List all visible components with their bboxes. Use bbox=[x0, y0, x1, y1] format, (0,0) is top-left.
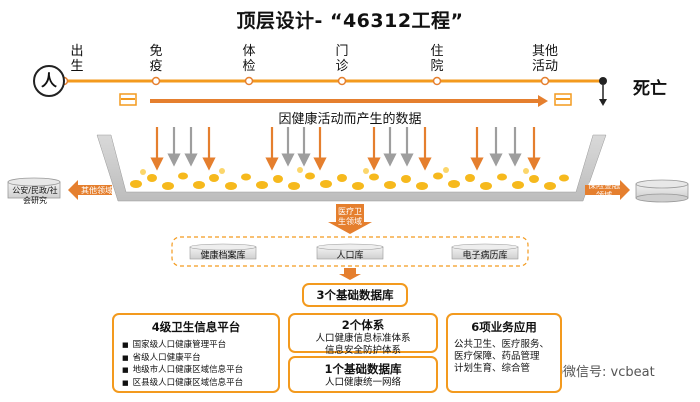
db-population: 人口库 bbox=[336, 251, 364, 261]
funnel-outer bbox=[96, 134, 607, 202]
list-item: 区县级人口健康区域信息平台 bbox=[122, 377, 270, 390]
base-db-title: 3个基础数据库 bbox=[316, 288, 394, 302]
platform-title: 4级卫生信息平台 bbox=[151, 320, 241, 334]
data-caption: 因健康活动而产生的数据 bbox=[278, 112, 422, 127]
stage-other-activities: 其他 活动 bbox=[531, 44, 558, 74]
systems-item: 信息安全防护体系 bbox=[324, 345, 401, 356]
stage-outpatient: 门 诊 bbox=[335, 44, 349, 74]
list-item: 地级市人口健康区域信息平台 bbox=[122, 364, 270, 377]
left-cylinder bbox=[7, 177, 61, 199]
person-icon: 人 bbox=[33, 65, 65, 97]
stage-immunization: 免 疫 bbox=[149, 44, 163, 74]
wechat-watermark: 微信号: vcbeat bbox=[563, 365, 655, 380]
card-icon-right bbox=[554, 93, 572, 106]
data-flow-arrow bbox=[150, 95, 548, 107]
stage-checkup: 体 检 bbox=[242, 44, 256, 74]
systems-item: 人口健康信息标准体系 bbox=[315, 333, 411, 344]
db-emr: 电子病历库 bbox=[462, 251, 508, 261]
list-item: 省级人口健康平台 bbox=[122, 352, 270, 365]
stage-birth: 出 生 bbox=[70, 44, 84, 74]
right-cylinder bbox=[635, 179, 689, 203]
page-title: 顶层设计- “46312工程” bbox=[236, 10, 464, 32]
left-arrow-shape bbox=[68, 180, 112, 200]
business-card: 6项业务应用 公共卫生、医疗服务、 医疗保障、药品管理 计划生育、综合管 bbox=[446, 313, 562, 393]
systems-title: 2个体系 bbox=[341, 318, 385, 332]
card-icon-left bbox=[119, 93, 137, 106]
base-db-card: 3个基础数据库 bbox=[302, 283, 408, 307]
db-health-records: 健康档案库 bbox=[200, 251, 246, 261]
db-cylinders bbox=[189, 243, 519, 260]
business-item: 公共卫生、医疗服务、 bbox=[454, 339, 550, 350]
death-label: 死亡 bbox=[633, 79, 667, 99]
business-item: 医疗保障、药品管理 bbox=[454, 351, 540, 362]
down-arrows bbox=[150, 127, 541, 171]
platform-list: 国家级人口健康管理平台 省级人口健康平台 地级市人口健康区域信息平台 区县级人口… bbox=[122, 339, 270, 389]
lifeline-end-node bbox=[599, 77, 607, 85]
list-item: 国家级人口健康管理平台 bbox=[122, 339, 270, 352]
basic-db-title: 1个基础数据库 bbox=[324, 362, 402, 376]
basic-db-item: 人口健康统一网络 bbox=[324, 377, 401, 388]
business-title: 6项业务应用 bbox=[471, 320, 537, 334]
right-arrow-label: 保险金融领域 bbox=[588, 181, 620, 200]
business-item: 计划生育、综合管 bbox=[454, 363, 531, 374]
right-arrow-shape bbox=[585, 180, 630, 200]
data-dots bbox=[130, 172, 569, 190]
data-dots-light bbox=[140, 167, 529, 175]
left-domain-box-label: 公安/民政/社会研究 bbox=[12, 186, 58, 205]
systems-card: 2个体系 人口健康信息标准体系 信息安全防护体系 bbox=[288, 313, 438, 356]
center-arrow-shape bbox=[328, 204, 372, 234]
left-arrow-label: 其他领域 bbox=[81, 186, 113, 195]
basic-db-card: 1个基础数据库 人口健康统一网络 bbox=[288, 356, 438, 393]
platform-card: 4级卫生信息平台 国家级人口健康管理平台 省级人口健康平台 地级市人口健康区域信… bbox=[112, 313, 280, 393]
stage-inpatient: 住 院 bbox=[430, 44, 444, 74]
center-arrow-label: 医疗卫生领域 bbox=[338, 207, 362, 226]
